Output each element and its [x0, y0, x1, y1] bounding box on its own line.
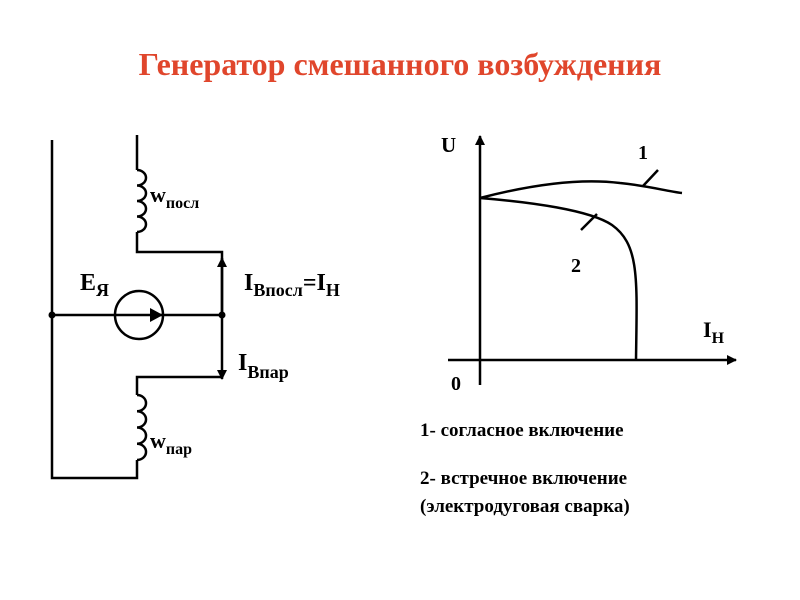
curve-1-label: 1: [638, 142, 648, 164]
node-dot: [48, 311, 56, 319]
emf-label: EЯ: [80, 270, 109, 300]
series-coil-wire: [135, 135, 224, 315]
y-axis-label: U: [441, 133, 456, 157]
curve-1-tick: [642, 169, 659, 187]
curve-2: [479, 196, 638, 361]
x-axis-label: IН: [703, 317, 725, 347]
origin-label: 0: [451, 373, 461, 395]
emf-arrow: [150, 308, 163, 322]
node-dot: [218, 311, 226, 319]
characteristic-graph: [448, 135, 737, 385]
legend-item-2: 2- встречное включение: [420, 468, 628, 489]
circuit-schematic: [50, 135, 227, 480]
left-wire: [50, 140, 139, 480]
series-coil: [136, 168, 148, 234]
curve-2-tick: [580, 213, 598, 231]
slide-title: Генератор смешанного возбуждения: [138, 46, 662, 82]
legend-item-2-note: (электродуговая сварка): [420, 496, 630, 517]
series-coil-label: wпосл: [150, 182, 199, 212]
legend-item-1: 1- согласное включение: [420, 420, 624, 441]
parallel-coil: [136, 393, 148, 462]
curve-2-label: 2: [571, 255, 581, 277]
series-current-label: IВпосл=IН: [244, 270, 340, 300]
curve-1: [479, 180, 683, 200]
parallel-coil-label: wпар: [150, 428, 192, 458]
parallel-current-label: IВпар: [238, 350, 289, 382]
parallel-coil-wire: [135, 375, 222, 395]
